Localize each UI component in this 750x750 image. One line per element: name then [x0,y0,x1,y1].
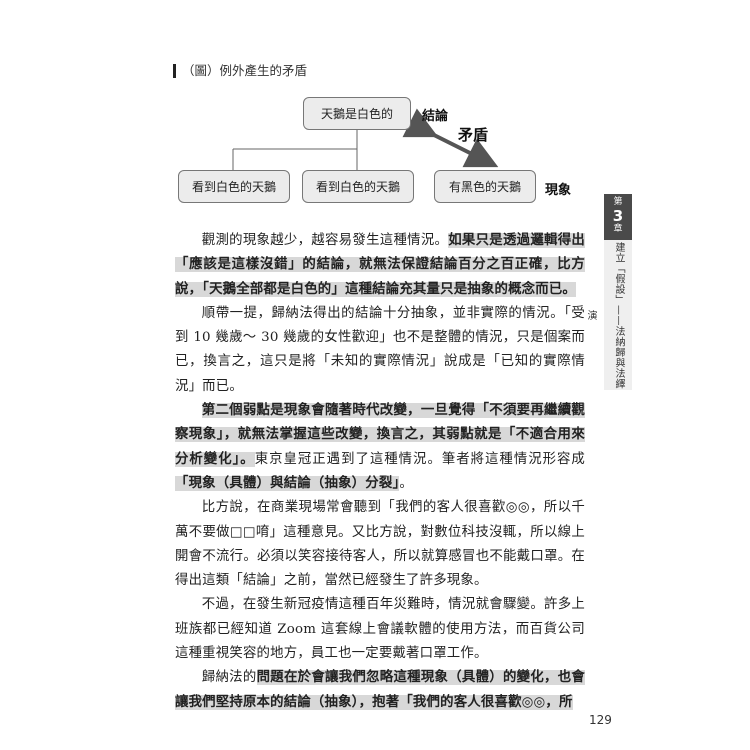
chapter-tab: 第 3 章 [604,194,632,240]
paragraph-5: 不過，在發生新冠疫情這種百年災難時，情況就會驟變。許多上班族都已經知道 Zoom… [175,597,585,662]
contradiction-label: 矛盾 [458,126,489,144]
paragraph-2: 順帶一提，歸納法得出的結論十分抽象，並非實際的情況。「受到 10 幾歲～ 30 … [175,305,585,394]
phenomenon-label: 現象 [545,183,572,198]
observation-box-2: 看到白色的天鵝 [302,170,414,203]
contradiction-arrow [402,108,499,168]
figure-title: （圖）例外產生的矛盾 [173,64,307,78]
exception-box: 有黑色的天鵝 [434,170,536,203]
body-text: 觀測的現象越少，越容易發生這種情況。如果只是透過邏輯得出「應該是這樣沒錯」的結論… [175,229,585,715]
page-number: 129 [589,713,612,727]
chapter-title-tab: 建立「假設」——法納歸與法繹演 [585,240,632,390]
observation-box-1: 看到白色的天鵝 [178,170,290,203]
paragraph-4: 比方說，在商業現場常會聽到「我們的客人很喜歡◎◎，所以千萬不要做□□唷」這種意見… [175,500,585,589]
chapter-number: 3 [612,207,624,225]
highlight: 如果只是透過邏輯得出「應該是這樣沒錯」的結論，就無法保證結論百分之百正確，比方說… [175,233,585,297]
conclusion-label: 結論 [422,109,449,124]
paragraph-3: 第二個弱點是現象會隨著時代改變，一旦覺得「不須要再繼續觀察現象」，就無法掌握這些… [175,403,585,491]
paragraph-6: 歸納法的問題在於會讓我們忽略這種現象（具體）的變化，也會讓我們堅持原本的結論（抽… [175,670,585,710]
highlight: 「現象（具體）與結論（抽象）分裂」 [175,475,400,491]
conclusion-box: 天鵝是白色的 [303,97,411,130]
paragraph-1: 觀測的現象越少，越容易發生這種情況。如果只是透過邏輯得出「應該是這樣沒錯」的結論… [175,233,585,297]
